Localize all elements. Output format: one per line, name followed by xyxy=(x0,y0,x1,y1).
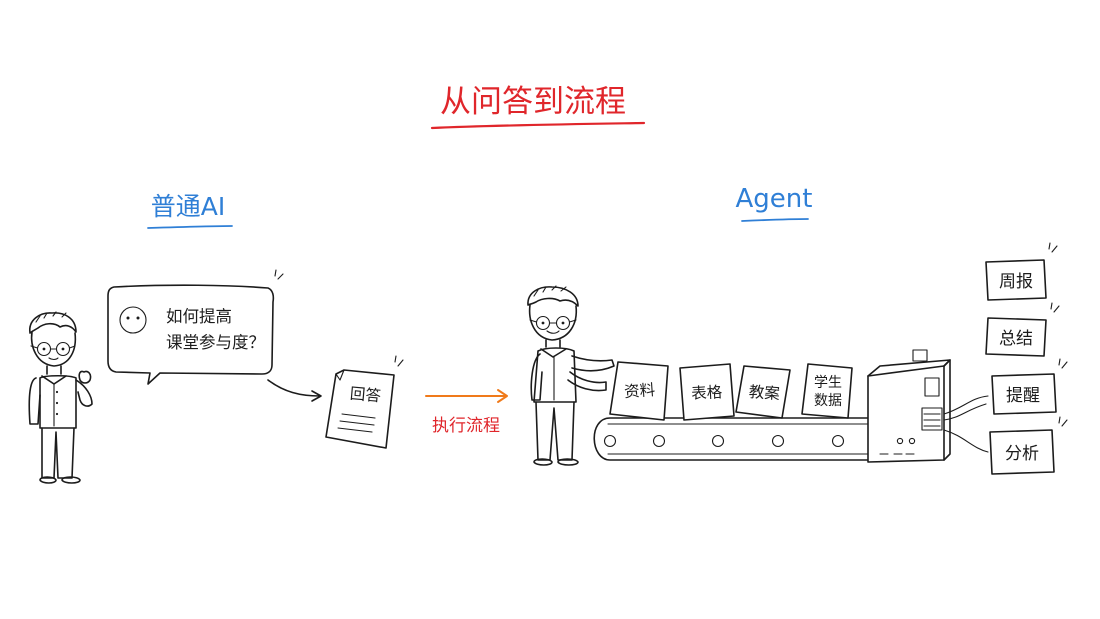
agent-teacher-figure xyxy=(527,285,615,466)
output-card-weekly-report-label: 周报 xyxy=(999,272,1033,292)
execute-flow-label: 执行流程 xyxy=(432,416,500,436)
output-card-reminder-label: 提醒 xyxy=(1006,386,1040,406)
output-card-summary xyxy=(985,302,1060,357)
wire-to-report xyxy=(943,395,989,415)
normal-ai-underline xyxy=(147,225,233,229)
thinking-teacher-figure xyxy=(28,311,93,484)
conveyor-belt xyxy=(593,417,886,461)
answer-label: 回答 xyxy=(349,385,382,406)
agent-machine xyxy=(867,349,951,463)
output-card-reminder xyxy=(991,358,1068,415)
normal-ai-heading: 普通AI xyxy=(151,192,225,221)
input-card-student-data xyxy=(801,363,853,419)
agent-heading: Agent xyxy=(736,184,813,214)
output-card-analysis-label: 分析 xyxy=(1005,444,1039,464)
agent-underline xyxy=(741,218,809,222)
bubble-to-answer-arrow xyxy=(267,379,321,397)
input-card-student-data-line1: 学生 xyxy=(814,375,842,391)
output-card-weekly-report xyxy=(985,242,1058,301)
question-speech-bubble xyxy=(107,269,284,385)
input-card-lesson-plan xyxy=(735,365,791,419)
diagram-title: 从问答到流程 xyxy=(440,84,626,120)
input-card-lesson-plan-label: 教案 xyxy=(748,383,781,403)
input-card-student-data-line2: 数据 xyxy=(814,393,842,409)
input-card-table xyxy=(679,363,735,421)
answer-document xyxy=(325,355,404,449)
output-card-analysis xyxy=(989,416,1068,475)
input-card-materials-label: 资料 xyxy=(624,381,656,401)
question-line-1: 如何提高 xyxy=(166,307,232,326)
input-card-table-label: 表格 xyxy=(691,383,723,403)
wire-to-analysis xyxy=(943,429,989,453)
title-underline xyxy=(430,121,646,130)
output-card-summary-label: 总结 xyxy=(999,329,1033,349)
input-card-materials xyxy=(609,361,669,421)
question-line-2: 课堂参与度？ xyxy=(166,333,265,352)
